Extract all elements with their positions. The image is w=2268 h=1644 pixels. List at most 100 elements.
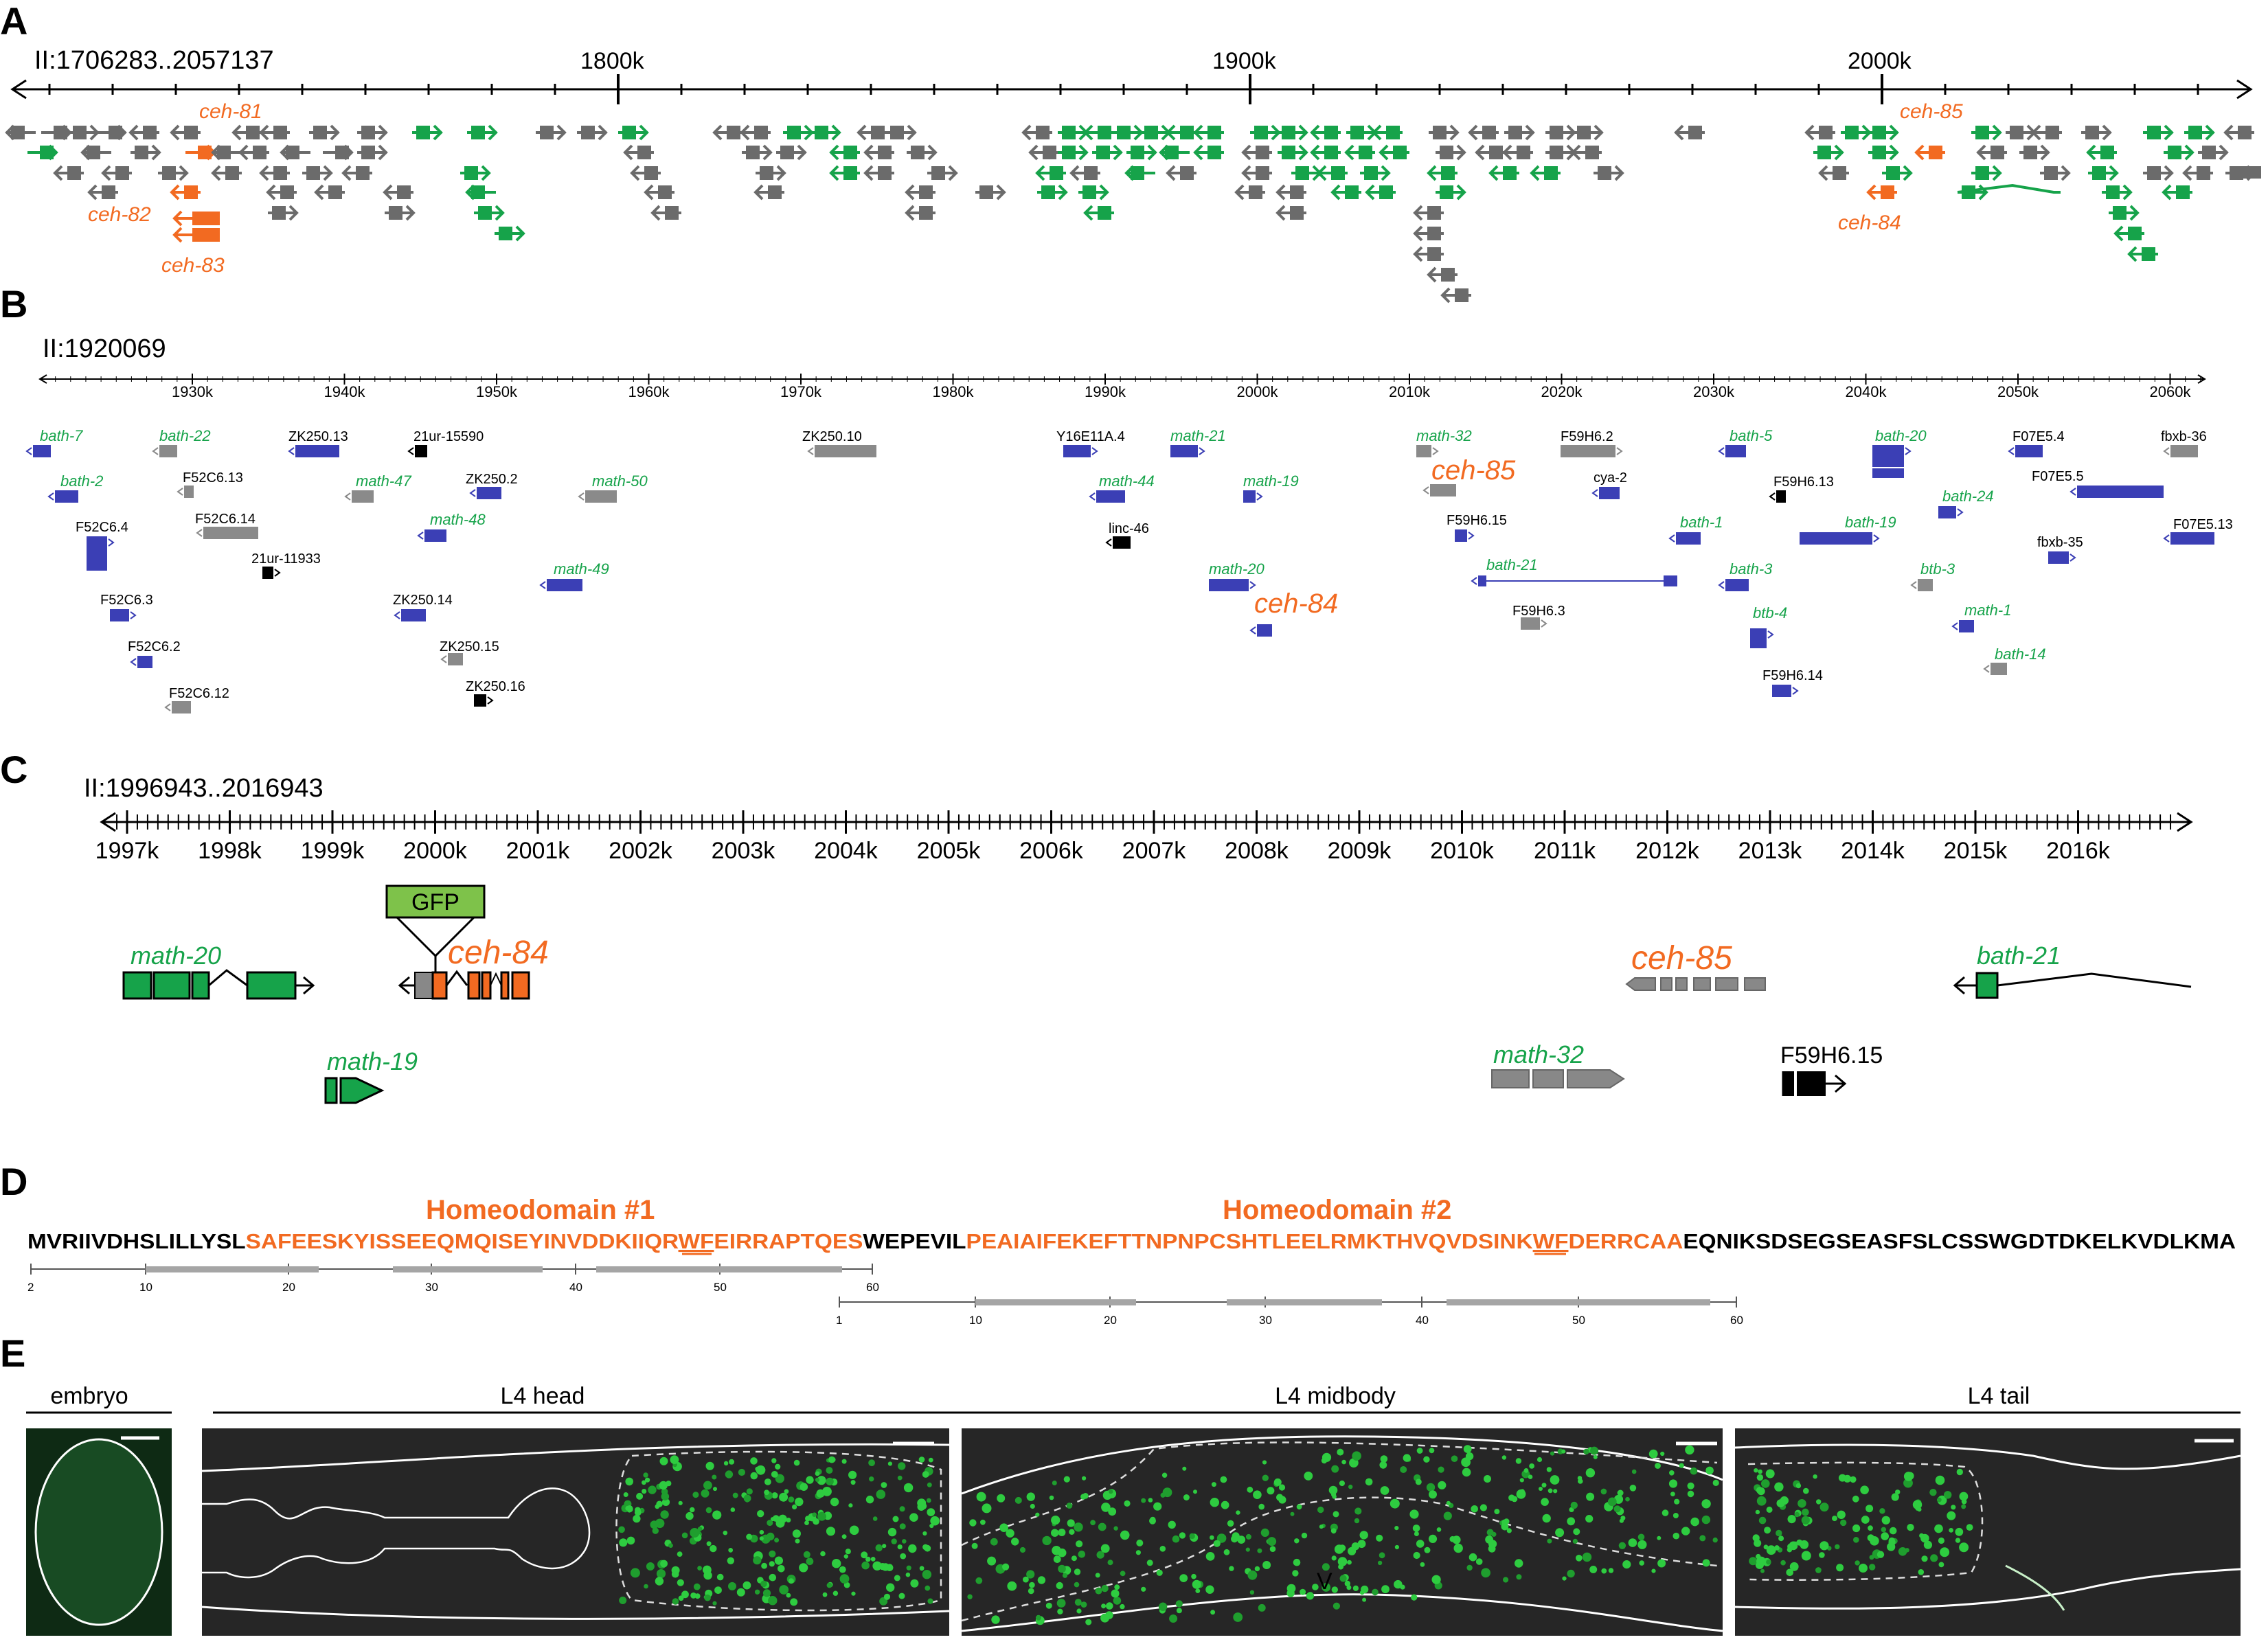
- panel-c-letter: C: [0, 748, 27, 791]
- nucleus-dot: [1120, 1603, 1125, 1610]
- panel-a-gene-glyph: [53, 165, 84, 181]
- nucleus-dot: [678, 1500, 683, 1505]
- panel-a-gene-glyph: [810, 124, 841, 141]
- nucleus-dot: [1449, 1535, 1456, 1542]
- nucleus-dot: [1436, 1527, 1442, 1532]
- panel-a-gene-glyph: [1573, 124, 1604, 141]
- nucleus-dot: [1082, 1493, 1089, 1499]
- panel-a-gene-glyph: [1475, 144, 1506, 161]
- nucleus-dot: [1028, 1588, 1034, 1595]
- panel-b-label-zk250_16: ZK250.16: [466, 679, 525, 694]
- nucleus-dot: [701, 1489, 710, 1498]
- nucleus-dot: [1403, 1454, 1411, 1462]
- nucleus-dot: [971, 1542, 978, 1549]
- nucleus-dot: [1424, 1546, 1431, 1553]
- nucleus-dot: [1057, 1608, 1063, 1614]
- nucleus-dot: [1416, 1448, 1423, 1454]
- panel-b-gene-f07e5_5: F07E5.5: [2032, 469, 2164, 498]
- nucleus-dot: [1101, 1603, 1107, 1609]
- nucleus-dot: [1052, 1481, 1057, 1485]
- panel-b-label-zk250_13: ZK250.13: [288, 429, 348, 444]
- panel-a-gene-glyph: [2127, 246, 2158, 262]
- nucleus-dot: [1836, 1564, 1844, 1572]
- nucleus-dot: [1776, 1529, 1782, 1537]
- nucleus-dot: [753, 1556, 762, 1565]
- nucleus-dot: [1617, 1489, 1624, 1496]
- panel-b-gene-f59h6_2: F59H6.2: [1561, 429, 1623, 457]
- nucleus-dot: [1699, 1535, 1706, 1542]
- nucleus-dot: [1301, 1532, 1308, 1539]
- nucleus-dot: [643, 1472, 648, 1478]
- nucleus-dot: [851, 1591, 856, 1596]
- nucleus-dot: [1938, 1562, 1944, 1568]
- nucleus-dot: [1262, 1474, 1269, 1481]
- nucleus-dot: [1141, 1586, 1146, 1592]
- panel-a-coords: II:1706283..2057137: [34, 46, 274, 75]
- panel-b-label-bath7: bath-7: [40, 427, 83, 444]
- nucleus-dot: [927, 1482, 932, 1487]
- axis-c-tick-label: 2002k: [609, 838, 673, 864]
- panel-a-gene-glyph: [1330, 184, 1361, 201]
- panel-a-gene-glyph: [1674, 124, 1705, 141]
- nucleus-dot: [728, 1548, 734, 1553]
- nucleus-dot: [1233, 1612, 1243, 1622]
- panel-b-gene-f52c6_13: F52C6.13: [177, 470, 243, 498]
- panel-b-gene-f59h6_13: F59H6.13: [1769, 475, 1834, 503]
- nucleus-dot: [1687, 1482, 1694, 1489]
- nucleus-dot: [1023, 1576, 1029, 1583]
- panel-a-gene-glyph: [1346, 124, 1377, 141]
- panel-b-label-f07e5_5: F07E5.5: [2032, 469, 2084, 484]
- nucleus-dot: [1670, 1492, 1675, 1497]
- nucleus-dot: [1394, 1579, 1403, 1589]
- nucleus-dot: [918, 1457, 925, 1463]
- panel-b-gene-bath22: bath-22: [152, 427, 211, 457]
- panel-b-label-bath20: bath-20: [1875, 427, 1927, 444]
- nucleus-dot: [1690, 1467, 1698, 1475]
- panel-b-gene-zk250_15: ZK250.15: [440, 639, 499, 665]
- nucleus-dot: [1394, 1526, 1399, 1531]
- panel-a-gene-glyph: [2143, 165, 2174, 181]
- panel-b-gene-fbxb35: fbxb-35: [2037, 535, 2083, 564]
- nucleus-dot: [652, 1527, 659, 1534]
- panel-a-gene-glyph: [1037, 184, 1068, 201]
- axis-c-tick-label: 2014k: [1841, 838, 1905, 864]
- panel-a-gene-glyph: [2182, 165, 2213, 181]
- panel-b-gene-math20: math-20: [1209, 560, 1265, 591]
- panel-a-gene-glyph: [158, 165, 189, 181]
- nucleus-dot: [826, 1467, 833, 1474]
- nucleus-dot: [1631, 1469, 1637, 1474]
- panel-c-label-ceh-84: ceh-84: [448, 935, 549, 971]
- nucleus-dot: [1550, 1451, 1555, 1456]
- nucleus-dot: [1466, 1564, 1473, 1571]
- panel-a-gene-glyph: [266, 184, 297, 201]
- nucleus-dot: [754, 1589, 760, 1595]
- nucleus-dot: [1494, 1509, 1500, 1515]
- nucleus-dot: [882, 1544, 887, 1549]
- nucleus-dot: [738, 1468, 745, 1476]
- nucleus-dot: [1562, 1576, 1567, 1581]
- panel-a-gene-glyph: [1092, 144, 1123, 161]
- nucleus-dot: [1840, 1519, 1847, 1527]
- nucleus-dot: [1290, 1511, 1295, 1516]
- nucleus-dot: [982, 1503, 992, 1514]
- nucleus-dot: [1359, 1531, 1368, 1540]
- panel-a-gene-glyph: [783, 124, 814, 141]
- nucleus-dot: [1582, 1552, 1592, 1562]
- nucleus-dot: [660, 1560, 668, 1568]
- nucleus-dot: [919, 1566, 925, 1571]
- panel-a-gene-glyph: [5, 124, 36, 141]
- panel-c-gene-math-19: math-19: [324, 1047, 418, 1104]
- nucleus-dot: [1381, 1585, 1390, 1594]
- nucleus-dot: [660, 1510, 669, 1519]
- nucleus-dot: [723, 1530, 728, 1535]
- nucleus-dot: [1905, 1548, 1909, 1553]
- nucleus-dot: [1107, 1560, 1113, 1566]
- nucleus-dot: [1352, 1585, 1359, 1591]
- nucleus-dot: [1485, 1535, 1494, 1544]
- nucleus-dot: [1169, 1614, 1178, 1623]
- nucleus-dot: [1106, 1602, 1113, 1610]
- nucleus-dot: [774, 1538, 780, 1543]
- nucleus-dot: [987, 1556, 997, 1566]
